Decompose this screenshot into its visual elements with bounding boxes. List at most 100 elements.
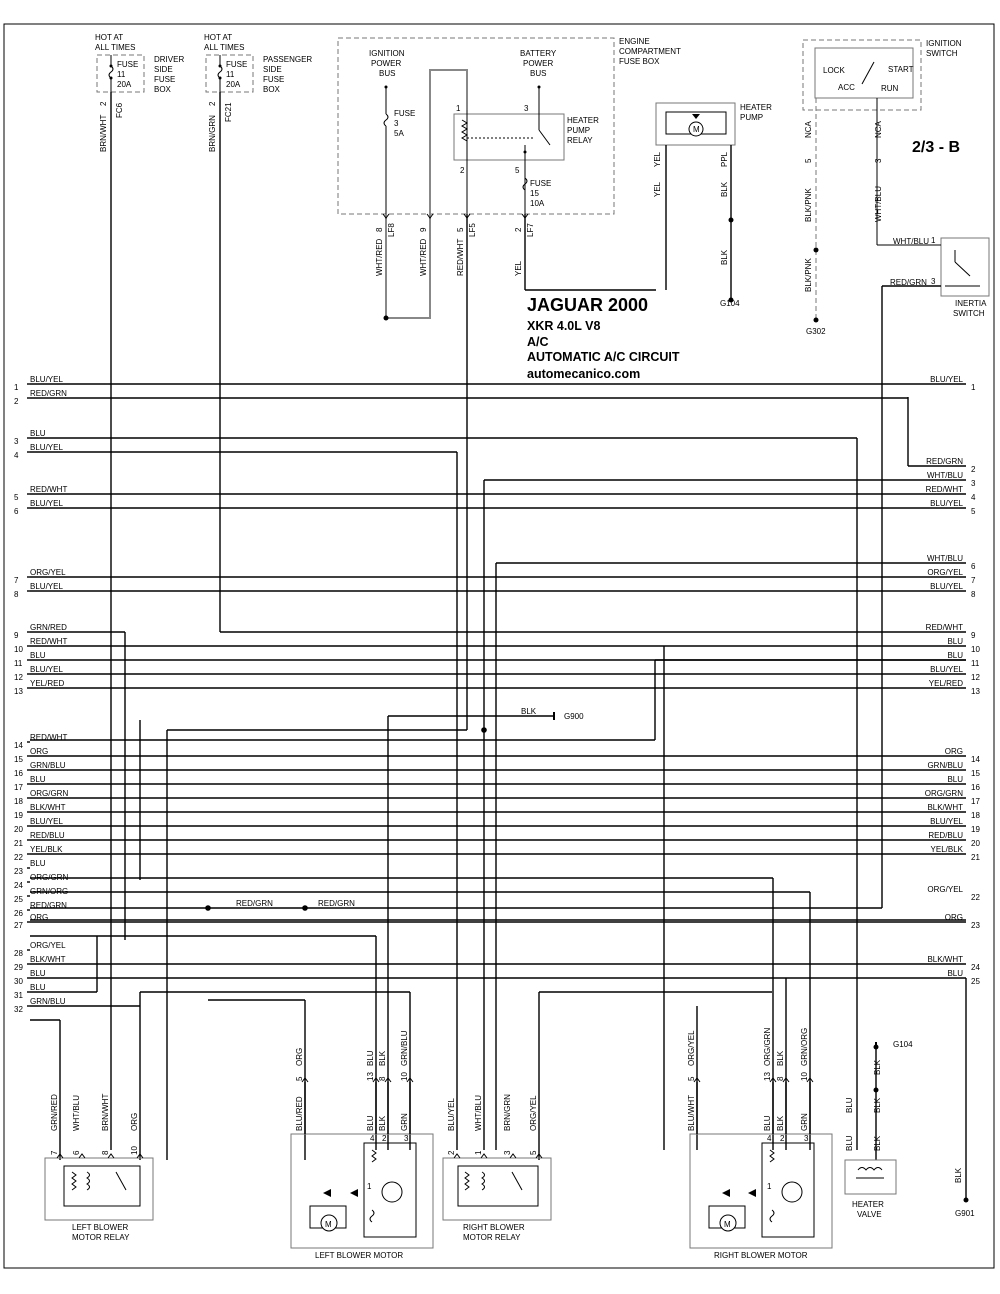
connector-pin-number: 17 — [971, 797, 980, 806]
connector-pin-number: 19 — [971, 825, 980, 834]
wire-label: YEL — [514, 260, 523, 276]
wire-label: ORG — [295, 1048, 304, 1066]
box-label: BOX — [263, 85, 281, 94]
ground-label: G104 — [893, 1040, 913, 1049]
connector-pin-number: 11 — [971, 659, 980, 668]
fuse-number: 11 — [226, 70, 235, 79]
connector-pin-number: 6 — [971, 562, 976, 571]
resistor-icon — [769, 1149, 775, 1163]
connector-pin-number: 32 — [14, 1005, 23, 1014]
pin-number: 13 — [366, 1072, 375, 1081]
bus-label: POWER — [523, 59, 553, 68]
pin-number: 1 — [474, 1150, 483, 1155]
wire-label: NCA — [874, 120, 883, 138]
box-label: BOX — [154, 85, 172, 94]
component-title: HEATER — [852, 1200, 884, 1209]
wire-label: GRN/RED — [50, 1094, 59, 1131]
wire-label: ORG/YEL — [927, 568, 963, 577]
connector-pin-number: 9 — [971, 631, 976, 640]
box-label: SIDE — [263, 65, 282, 74]
relay-coil-icon — [461, 119, 468, 142]
hot-label: ALL TIMES — [204, 43, 244, 52]
component-title: LEFT BLOWER — [72, 1223, 129, 1232]
relay-title: PUMP — [567, 126, 590, 135]
wire-label: BLU — [30, 983, 46, 992]
wire-label: GRN/ORG — [800, 1028, 809, 1066]
wire-label: BLU/YEL — [930, 817, 963, 826]
connector-id: LF8 — [387, 223, 396, 237]
wire-label: YEL — [653, 181, 662, 197]
connector-pin-number: 5 — [14, 493, 19, 502]
bus-label: POWER — [371, 59, 401, 68]
wire-label: BLU/YEL — [30, 817, 63, 826]
wire-label: BLU — [947, 651, 963, 660]
connector-pin-number: 20 — [14, 825, 23, 834]
wire-label: BLK — [378, 1115, 387, 1131]
wire-label: BLK — [776, 1115, 785, 1131]
transistor-icon — [381, 1181, 403, 1203]
redgrn-splice: RED/GRN RED/GRN — [205, 899, 355, 911]
relay-contact-icon — [511, 1171, 523, 1191]
pin-number: 10 — [800, 1072, 809, 1081]
connector-pin-number: 15 — [971, 769, 980, 778]
fuse-label: FUSE — [530, 179, 551, 188]
connector-pin-number: 23 — [971, 921, 980, 930]
connector-pin-number: 5 — [971, 507, 976, 516]
wire-label: YEL/RED — [929, 679, 963, 688]
pin-number: 8 — [776, 1076, 785, 1081]
wire-label: BLU — [30, 775, 46, 784]
wire-label: BLU — [30, 859, 46, 868]
wire-label: BLU — [30, 651, 46, 660]
wire-label: ORG/YEL — [529, 1095, 538, 1131]
relay-coil-icon — [86, 1171, 90, 1191]
connector-pin-number: 2 — [971, 465, 976, 474]
connector-pin-number: 31 — [14, 991, 23, 1000]
valve-outline — [844, 1159, 897, 1195]
pin-number: 9 — [419, 227, 428, 232]
motor-icon — [719, 1214, 737, 1232]
connector-id: FC6 — [115, 102, 124, 118]
wire-label: ORG/GRN — [925, 789, 963, 798]
wire-label: ORG/YEL — [687, 1030, 696, 1066]
connector-pin-number: 26 — [14, 909, 23, 918]
ground-label: G104 — [720, 299, 740, 308]
pin-number: 3 — [804, 1134, 809, 1143]
relay-contact-icon — [115, 1171, 127, 1191]
wire-label: BLU — [366, 1115, 375, 1131]
connector-pin-number: 11 — [14, 659, 23, 668]
connector-pin-number: 3 — [971, 479, 976, 488]
component-title: LEFT BLOWER MOTOR — [315, 1251, 403, 1260]
ground-icon — [963, 1197, 969, 1203]
wire-label: WHT/RED — [375, 238, 384, 276]
wire-label: ORG/YEL — [30, 568, 66, 577]
connector-pin-number: 18 — [971, 811, 980, 820]
connector-pin-number: 25 — [971, 977, 980, 986]
relay-outline — [44, 1157, 154, 1221]
pin-number: 3 — [931, 277, 936, 286]
connector-pin-number: 17 — [14, 783, 23, 792]
circuit-title: AUTOMATIC A/C CIRCUIT — [527, 350, 680, 364]
box-label: SIDE — [154, 65, 173, 74]
motor-label: M — [325, 1220, 332, 1229]
fuse-box-outline — [205, 54, 254, 93]
make-title: JAGUAR 2000 — [527, 295, 648, 315]
fuse-label: FUSE — [117, 60, 138, 69]
connector-pin-number: 23 — [14, 867, 23, 876]
wire-label: BLU — [947, 969, 963, 978]
pin-number: 5 — [295, 1076, 304, 1081]
connector-pin-number: 10 — [971, 645, 980, 654]
switch-outline — [940, 237, 990, 297]
wire-label: RED/WHT — [30, 485, 67, 494]
connector-pin-number: 12 — [14, 673, 23, 682]
wire-label: BLU/YEL — [930, 499, 963, 508]
left-connector-rows: 1BLU/YEL2RED/GRN3BLU4BLU/YEL5RED/WHT6BLU… — [14, 375, 68, 1014]
connector-pin-number: 20 — [971, 839, 980, 848]
wire-label: BLK/PNK — [804, 258, 813, 292]
fuse-icon — [383, 113, 389, 127]
node-label: 1 — [767, 1182, 772, 1191]
resistor-icon — [71, 1171, 77, 1191]
bus-label: BUS — [379, 69, 395, 78]
